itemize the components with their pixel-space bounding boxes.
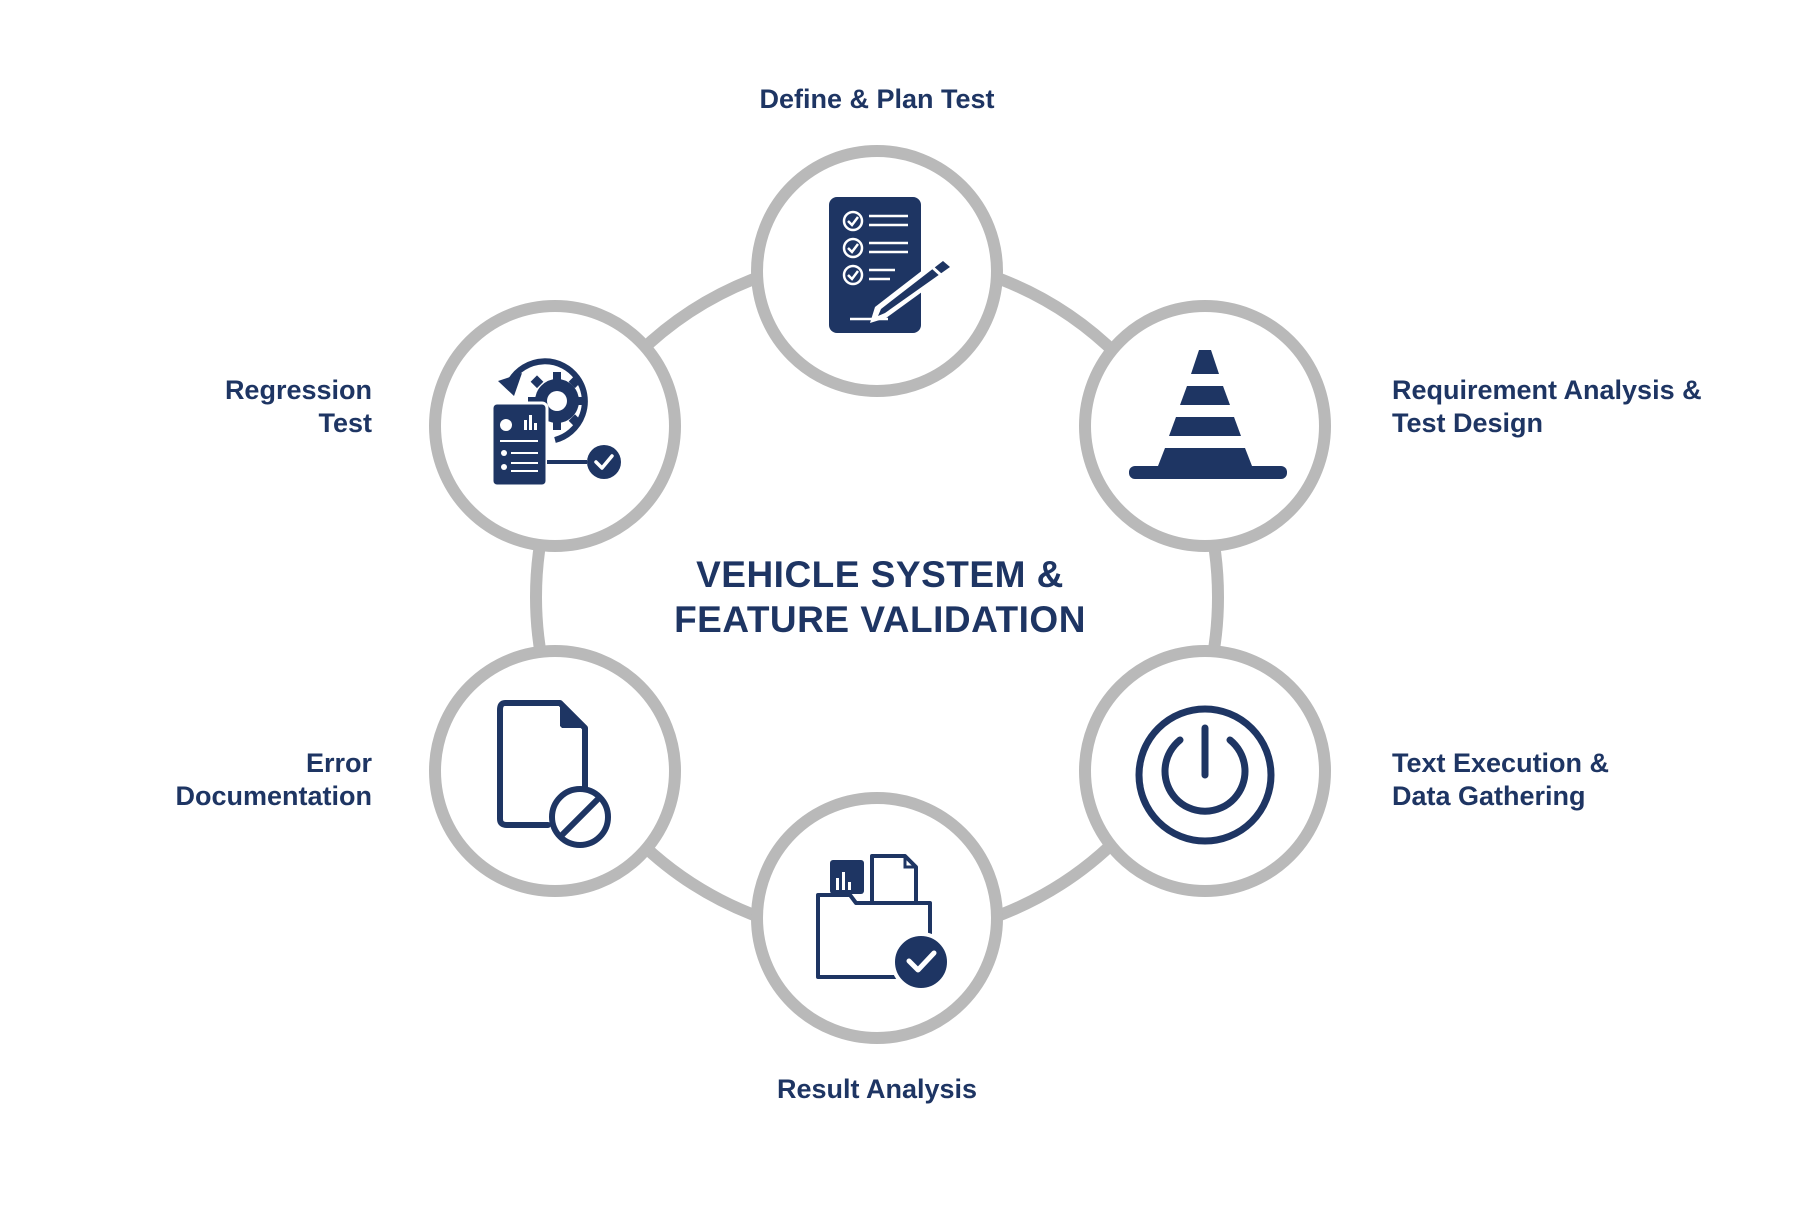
traffic-cone-icon <box>1129 350 1287 479</box>
label-requirement-analysis: Requirement Analysis & Test Design <box>1392 375 1702 438</box>
power-icon <box>1135 705 1275 845</box>
label-result-analysis: Result Analysis <box>776 1074 978 1104</box>
diagram-title: VEHICLE SYSTEM & FEATURE VALIDATION <box>600 552 1160 642</box>
label-text-execution: Text Execution & Data Gathering <box>1392 748 1610 811</box>
label-regression-test: Regression Test <box>224 375 372 438</box>
document-blocked-icon <box>497 700 611 848</box>
diagram-title-line2: FEATURE VALIDATION <box>674 599 1086 640</box>
diagram-title-line1: VEHICLE SYSTEM & <box>696 554 1064 595</box>
folder-check-icon <box>816 854 951 992</box>
node-error <box>429 645 681 897</box>
label-define-plan-test: Define & Plan Test <box>759 84 995 114</box>
report-gear-cycle-icon <box>490 358 621 488</box>
label-error-documentation: Error Documentation <box>175 748 372 811</box>
checklist-pencil-icon <box>829 197 955 333</box>
